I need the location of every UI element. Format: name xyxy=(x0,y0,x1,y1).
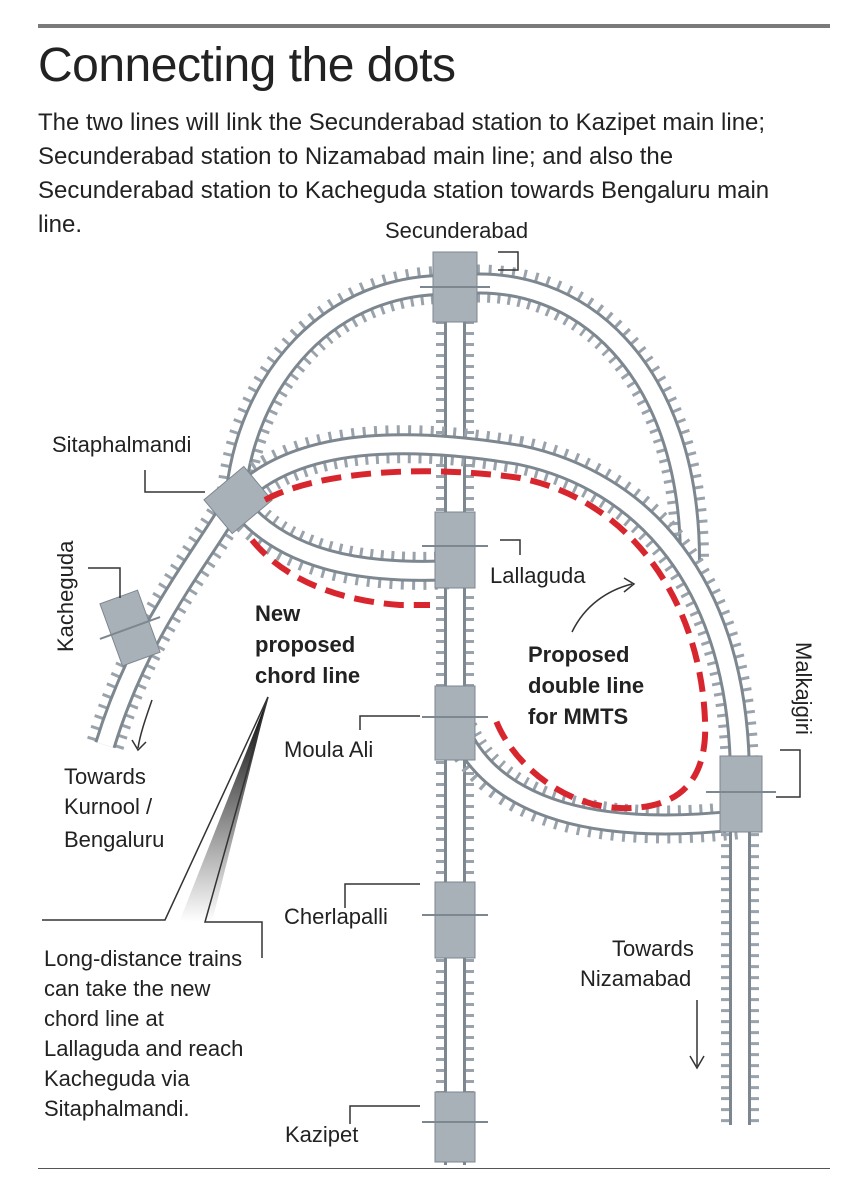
chord-pointer xyxy=(180,697,268,922)
label-cherlapalli: Cherlapalli xyxy=(284,904,388,929)
station-block-malkajgiri xyxy=(706,755,776,833)
arrow-nizamabad-icon xyxy=(689,1000,705,1070)
note-pointer-lines xyxy=(42,696,269,958)
label-kazipet: Kazipet xyxy=(285,1122,358,1147)
label-kacheguda: Kacheguda xyxy=(53,540,78,652)
label-towards-kurnool-3: Bengaluru xyxy=(64,827,164,852)
label-sitaphalmandi: Sitaphalmandi xyxy=(52,432,191,457)
station-block-kazipet xyxy=(422,1091,488,1163)
label-chord-1: New xyxy=(255,601,301,626)
top-rule xyxy=(38,24,830,28)
intro-text: The two lines will link the Secunderabad… xyxy=(38,109,770,238)
label-chord-3: chord line xyxy=(255,663,360,688)
line-sitaphalmandi-lallaguda xyxy=(219,488,456,590)
label-lallaguda: Lallaguda xyxy=(490,563,586,588)
station-block-moula-ali xyxy=(422,685,488,761)
station-blocks xyxy=(99,251,776,1163)
proposed-chord-line xyxy=(249,538,430,608)
label-mmts-2: double line xyxy=(528,673,644,698)
proposed-mmts-double-line xyxy=(263,468,709,812)
label-mmts-1: Proposed xyxy=(528,642,629,667)
label-moula-ali: Moula Ali xyxy=(284,737,373,762)
station-block-kacheguda xyxy=(99,589,161,667)
arrow-mmts-icon xyxy=(571,577,636,633)
label-towards-nizamabad-2: Nizamabad xyxy=(580,966,691,991)
label-chord-2: proposed xyxy=(255,632,355,657)
bottom-rule xyxy=(38,1168,830,1169)
leader-lines xyxy=(88,251,801,1124)
line-secunderabad-malkajgiri xyxy=(452,264,709,561)
station-block-sitaphalmandi xyxy=(203,465,273,535)
label-towards-kurnool-2: Kurnool / xyxy=(64,794,153,819)
label-secunderabad: Secunderabad xyxy=(385,218,528,243)
station-block-secunderabad xyxy=(420,251,490,323)
label-towards-nizamabad-1: Towards xyxy=(612,936,694,961)
page-title: Connecting the dots xyxy=(38,39,456,92)
station-block-lallaguda xyxy=(422,511,488,589)
label-towards-kurnool-1: Towards xyxy=(64,764,146,789)
label-malkajgiri: Malkajgiri xyxy=(791,642,816,735)
station-block-cherlapalli xyxy=(422,881,488,959)
line-sitaphalmandi-malkajgiri xyxy=(221,425,759,1125)
arrow-kurnool-icon xyxy=(131,699,153,752)
label-mmts-3: for MMTS xyxy=(528,704,628,729)
chord-line-note: Long-distance trains can take the new ch… xyxy=(44,946,244,1121)
